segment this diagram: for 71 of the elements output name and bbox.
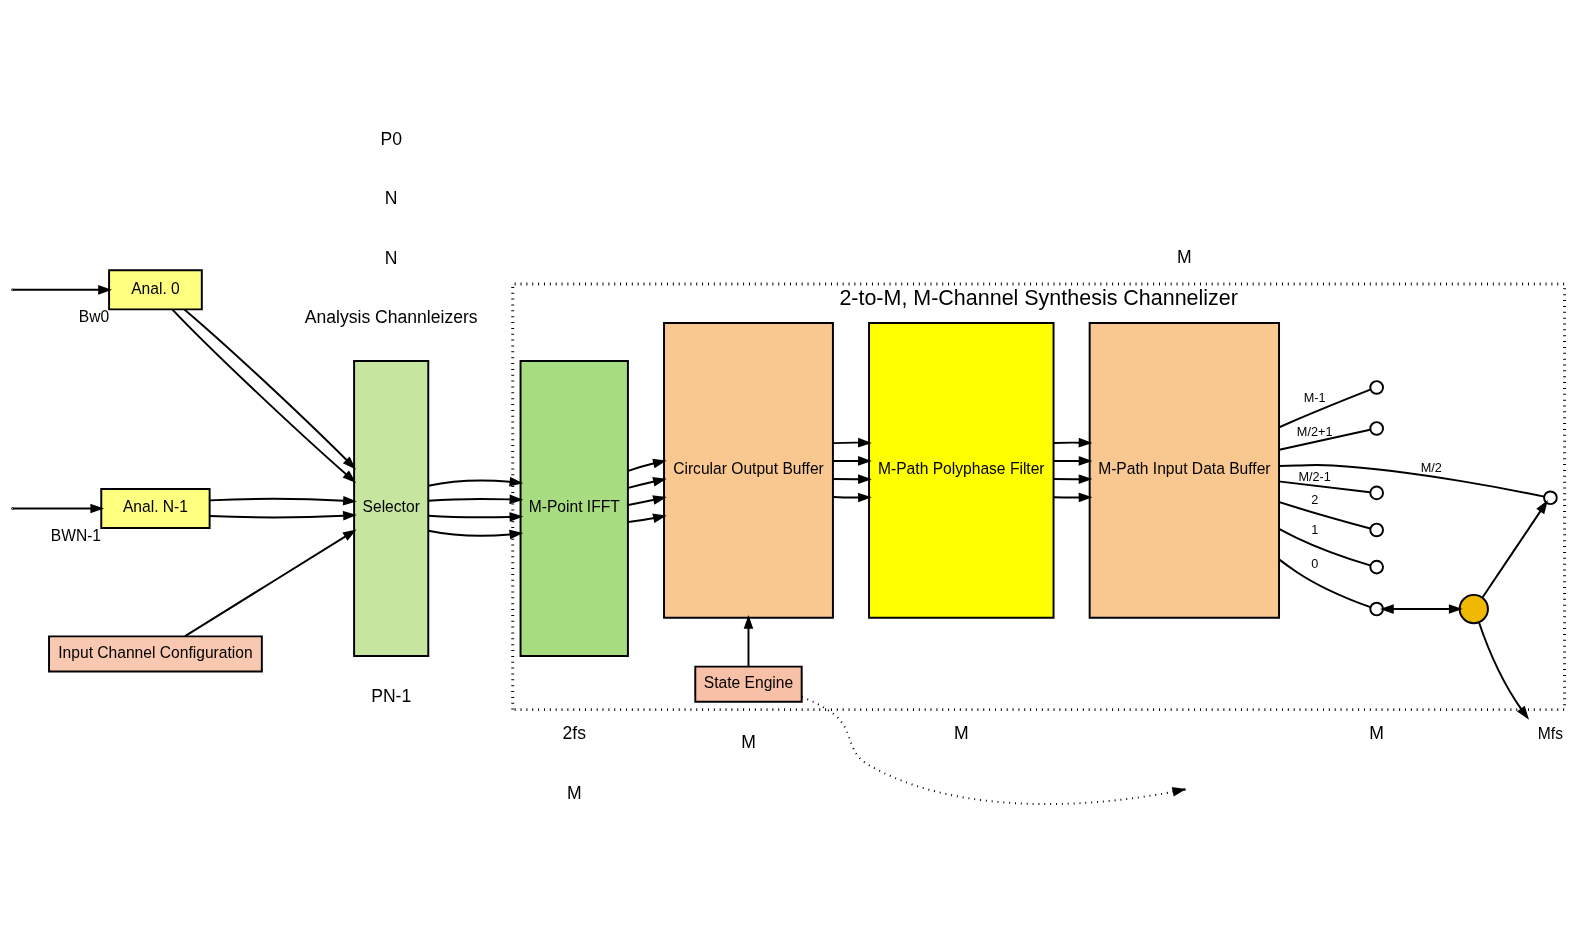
node-circle: [1369, 522, 1384, 538]
arrow: [832, 492, 872, 503]
node-circle: [1369, 559, 1384, 575]
connector: [1278, 558, 1372, 609]
node-box: Anal. N-1: [100, 488, 211, 529]
arrow: [1481, 500, 1548, 599]
arrow: [1052, 437, 1093, 448]
arrow: [208, 495, 357, 506]
node-circle: [1458, 593, 1489, 625]
connector: [1278, 501, 1372, 530]
arrow: [208, 510, 357, 521]
label: M: [1369, 723, 1384, 744]
label: 2fs: [562, 723, 586, 744]
node-circle: [1369, 485, 1384, 501]
node-circle: [1369, 380, 1384, 395]
arrow: [1052, 456, 1093, 466]
arrow: [627, 458, 667, 472]
node-circle: [1369, 601, 1384, 617]
connector: [1278, 527, 1372, 567]
node-box: State Engine: [694, 665, 803, 703]
node-circle: [1543, 490, 1558, 506]
arrow: [832, 437, 872, 448]
edge-label: 1: [1311, 523, 1319, 538]
label: PN-1: [371, 686, 412, 707]
arrow: [1380, 604, 1463, 614]
arrow: [427, 494, 524, 505]
connector: [1278, 480, 1372, 494]
arrow: [1052, 492, 1093, 503]
label: M: [566, 782, 582, 803]
connector: [1278, 388, 1372, 429]
node-box: Circular Output Buffer: [663, 322, 834, 619]
arrow: [1477, 621, 1529, 720]
arrow: [427, 512, 524, 522]
node-label: Bw0: [78, 307, 110, 325]
arrow: [627, 513, 667, 523]
arrow: [12, 285, 112, 295]
arrow: [832, 474, 872, 484]
connector: [1278, 464, 1546, 498]
edge-label: M/2+1: [1296, 424, 1333, 439]
node-text: Mfs: [1537, 724, 1563, 742]
edge-label: 0: [1311, 557, 1319, 572]
node-label: BWN-1: [50, 526, 102, 544]
arrow: [627, 495, 667, 506]
edge-label: M/2-1: [1298, 469, 1331, 484]
arrow: [800, 696, 1187, 806]
label: Analysis Channleizers: [304, 307, 478, 328]
label: M: [1177, 246, 1192, 267]
arrow: [184, 529, 357, 638]
label: P0: [380, 128, 402, 149]
label: M: [741, 732, 756, 753]
node-box: Input Channel Configuration: [48, 635, 263, 673]
connector: [1278, 428, 1372, 451]
arrow: [832, 456, 872, 466]
edge-label: M/2: [1420, 460, 1442, 475]
node-box: M-Path Input Data Buffer: [1088, 322, 1280, 619]
arrow: [12, 503, 105, 514]
label: N: [384, 188, 398, 209]
arrow: [427, 477, 524, 487]
edge-label: 2: [1311, 493, 1319, 508]
node-circle: [1369, 421, 1384, 436]
arrow: [1052, 474, 1093, 484]
edge-label: M-1: [1303, 391, 1326, 406]
label: M: [953, 723, 969, 744]
node-box: M-Point IFFT: [519, 360, 629, 657]
arrow: [627, 477, 667, 489]
label: N: [384, 247, 398, 268]
node-box: Selector: [353, 360, 430, 657]
arrow: [743, 615, 754, 668]
node-box: M-Path Polyphase Filter: [868, 322, 1055, 619]
arrow: [427, 529, 524, 540]
node-box: Anal. 0: [108, 269, 203, 311]
